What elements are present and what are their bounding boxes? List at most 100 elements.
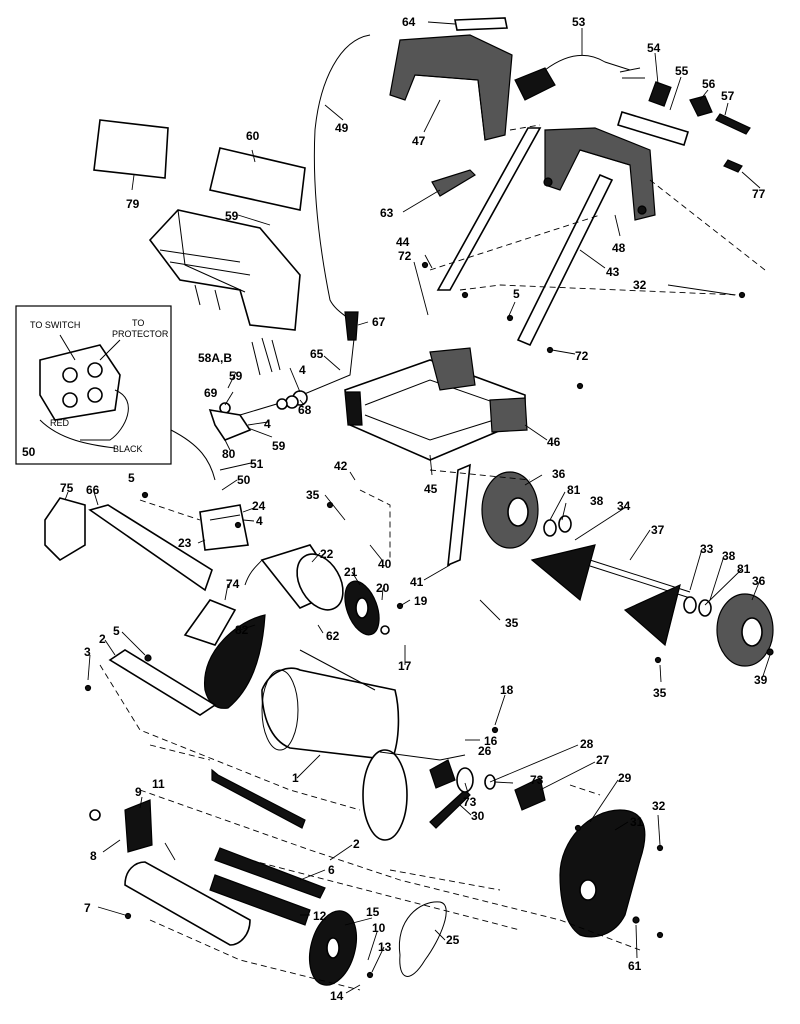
- callout-2a: 2: [99, 632, 106, 646]
- callout-labels: 64 53 54 55 56 57 77 47 49 60 79 59 63 4…: [60, 15, 768, 1003]
- inset-black: BLACK: [113, 444, 143, 454]
- callout-59b: 59: [229, 369, 243, 383]
- callout-24: 24: [252, 499, 266, 513]
- side-plate-75: [44, 497, 86, 562]
- belt-guard-31: [559, 809, 646, 938]
- callout-61: 61: [628, 959, 642, 973]
- lower-handle-48: [543, 127, 656, 221]
- cover-82: [204, 614, 266, 709]
- inset-number: 50: [22, 445, 36, 459]
- callout-81b: 81: [737, 562, 751, 576]
- callout-48: 48: [612, 241, 626, 255]
- callout-53: 53: [572, 15, 586, 29]
- handle-tube-right-43: [516, 173, 614, 347]
- callout-41: 41: [410, 575, 424, 589]
- callout-4b: 4: [264, 417, 271, 431]
- callout-15: 15: [366, 905, 380, 919]
- callout-38a: 38: [590, 494, 604, 508]
- callout-22: 22: [320, 547, 334, 561]
- callout-42: 42: [334, 459, 348, 473]
- callout-33: 33: [700, 542, 714, 556]
- callout-32b: 32: [652, 799, 666, 813]
- hardware-bolts: [84, 261, 774, 979]
- callout-5c: 5: [113, 624, 120, 638]
- pulley-21-20: [344, 580, 390, 636]
- callout-73b: 73: [463, 795, 477, 809]
- callout-35b: 35: [505, 616, 519, 630]
- callout-44: 44: [396, 235, 410, 249]
- callout-65: 65: [310, 347, 324, 361]
- wheel-36-rear: [481, 471, 572, 549]
- callout-55: 55: [675, 64, 689, 78]
- callout-35a: 35: [306, 488, 320, 502]
- paddle-blade-6: [214, 847, 326, 899]
- assembly-dashed-lines: [99, 124, 766, 991]
- power-cord-49: [313, 34, 371, 321]
- spring-assembly-68: [208, 390, 308, 441]
- callout-11: 11: [152, 777, 165, 791]
- callout-73a: 73: [530, 773, 544, 787]
- callout-36b: 36: [752, 574, 766, 588]
- callout-32a: 32: [633, 278, 647, 292]
- callout-4a: 4: [299, 363, 306, 377]
- chute-housing-58: [148, 209, 301, 331]
- callout-29: 29: [618, 771, 632, 785]
- callout-12: 12: [313, 909, 327, 923]
- leader-lines: [64, 21, 771, 994]
- motor-22: [244, 544, 344, 611]
- housing-end-cap: [362, 749, 441, 841]
- paddle-blade-12: [209, 874, 311, 926]
- rotor-housing: [261, 649, 400, 761]
- callout-69: 69: [204, 386, 218, 400]
- callout-20: 20: [376, 581, 390, 595]
- callout-6: 6: [328, 863, 335, 877]
- cover-74: [183, 599, 237, 646]
- switch-bracket-23: [199, 504, 249, 551]
- callout-59a: 59: [225, 209, 239, 223]
- bracket-26: [429, 759, 456, 789]
- grip-67: [344, 311, 359, 341]
- bracket-34: [530, 544, 596, 602]
- wheel-36-front: [683, 593, 774, 667]
- bracket-2: [108, 649, 217, 716]
- pulley-15: [308, 910, 358, 986]
- belt-25: [398, 901, 447, 977]
- callout-40: 40: [378, 557, 392, 571]
- callout-30: 30: [471, 809, 485, 823]
- control-rod-65: [239, 329, 356, 416]
- callout-36a: 36: [552, 467, 566, 481]
- callout-47: 47: [412, 134, 426, 148]
- callout-14: 14: [330, 989, 344, 1003]
- cord-clip-63: [431, 169, 476, 197]
- callout-66: 66: [86, 483, 100, 497]
- callout-62: 62: [326, 629, 340, 643]
- callout-18: 18: [500, 683, 514, 697]
- callout-34: 34: [617, 499, 631, 513]
- end-cap-9: [89, 799, 153, 853]
- callout-59c: 59: [272, 439, 286, 453]
- shaft-30: [429, 789, 471, 829]
- callout-82: 82: [235, 623, 249, 637]
- wiring-inset: TO SWITCH TO PROTECTOR RED BLACK 50: [15, 305, 172, 465]
- grip-strip-64: [454, 17, 508, 31]
- callout-39: 39: [754, 673, 768, 687]
- callout-58ab: 58A,B: [198, 351, 232, 365]
- callout-2b: 2: [353, 837, 360, 851]
- callout-7: 7: [84, 901, 91, 915]
- callout-79: 79: [126, 197, 140, 211]
- callout-56: 56: [702, 77, 716, 91]
- callout-60: 60: [246, 129, 260, 143]
- callout-16: 16: [484, 734, 498, 748]
- callout-35c: 35: [653, 686, 667, 700]
- callout-75: 75: [60, 481, 74, 495]
- callout-51: 51: [250, 457, 264, 471]
- callout-17: 17: [398, 659, 412, 673]
- tension-bracket-27: [514, 777, 546, 811]
- switch-box-53: [514, 54, 645, 101]
- callout-1: 1: [292, 771, 299, 785]
- callout-5b: 5: [128, 471, 135, 485]
- callout-37: 37: [651, 523, 665, 537]
- callout-25: 25: [446, 933, 460, 947]
- paddle-blade-upper: [211, 768, 306, 829]
